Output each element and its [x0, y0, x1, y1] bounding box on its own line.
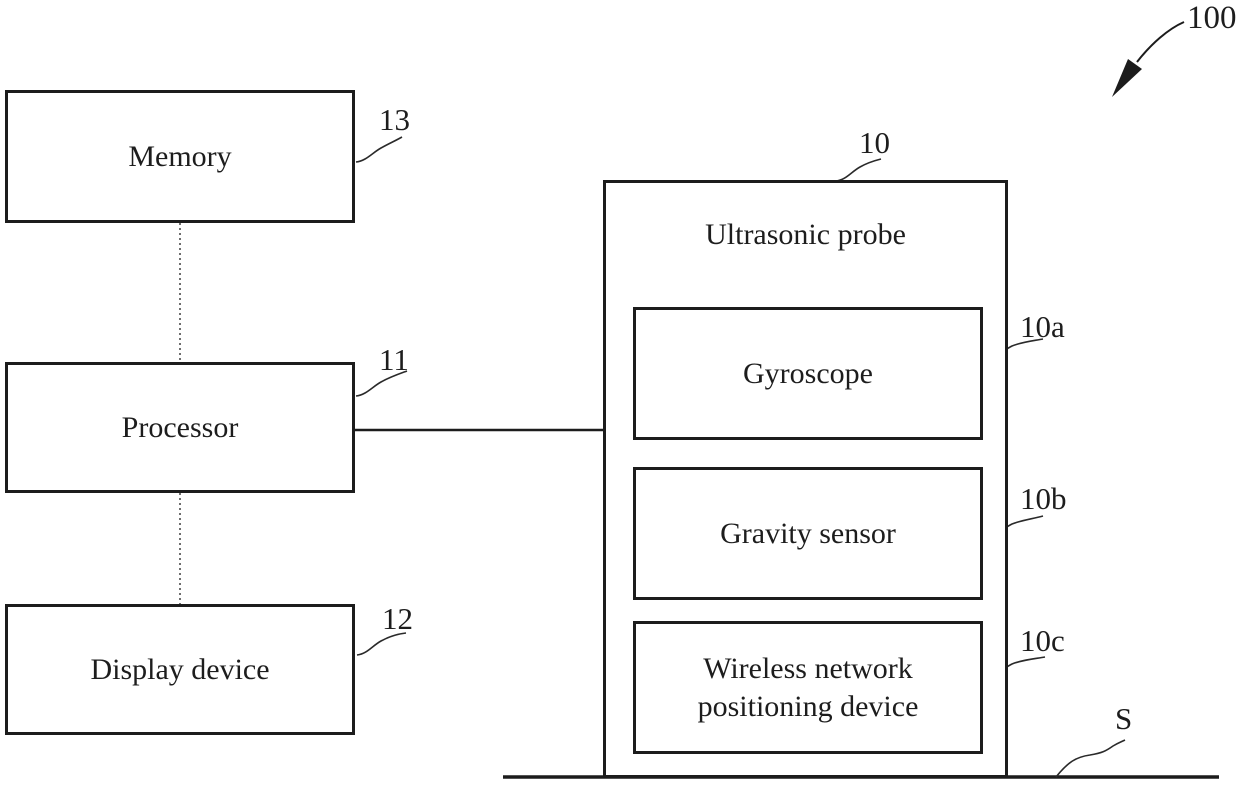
ref-label-10c: 10c — [1020, 623, 1065, 658]
ultrasonic-probe-label: Ultrasonic probe — [705, 218, 906, 251]
ref-label-11: 11 — [379, 342, 409, 377]
wireless-positioning-block: Wireless network positioning device — [633, 621, 983, 754]
ref-label-10b: 10b — [1020, 481, 1067, 516]
figure-arrow-curve — [1136, 21, 1185, 63]
gravity-sensor-label: Gravity sensor — [720, 516, 896, 550]
ref-label-12: 12 — [382, 601, 413, 636]
gyroscope-block: Gyroscope — [633, 307, 983, 440]
gravity-sensor-block: Gravity sensor — [633, 467, 983, 600]
leader-s — [1055, 739, 1126, 778]
memory-block: Memory — [5, 90, 355, 223]
wireless-positioning-label: Wireless network positioning device — [697, 652, 919, 723]
ref-label-10: 10 — [859, 125, 890, 160]
processor-block: Processor — [5, 362, 355, 493]
processor-label: Processor — [121, 410, 239, 444]
display-device-label: Display device — [90, 652, 270, 686]
gyroscope-label: Gyroscope — [743, 356, 873, 390]
memory-label: Memory — [128, 139, 232, 173]
ref-label-13: 13 — [379, 102, 410, 137]
ref-label-10a: 10a — [1020, 309, 1065, 344]
ultrasonic-probe-block: Ultrasonic probe Gyroscope Gravity senso… — [603, 180, 1008, 778]
display-device-block: Display device — [5, 604, 355, 735]
leader-10 — [835, 158, 882, 182]
ref-label-100: 100 — [1187, 0, 1237, 36]
ref-label-s: S — [1115, 701, 1133, 736]
figure-arrow-head-icon — [1112, 59, 1142, 97]
leader-13 — [355, 136, 403, 163]
